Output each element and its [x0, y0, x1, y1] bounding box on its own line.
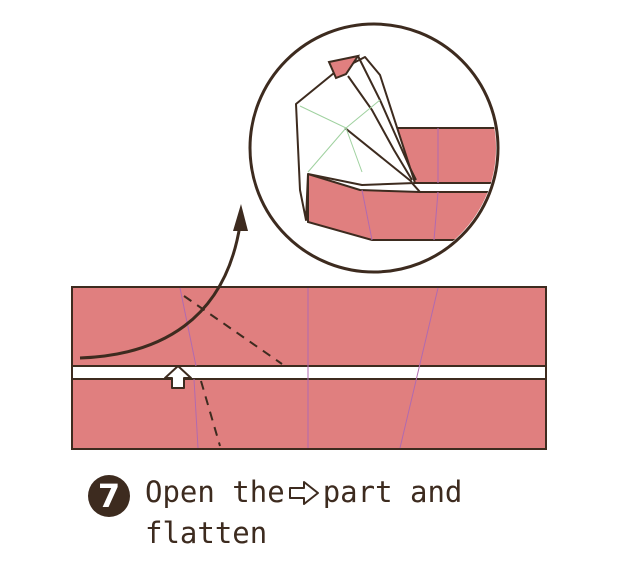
- step-number-badge: 7: [88, 475, 130, 517]
- dashed-fold-line: [200, 380, 221, 447]
- strip-top-band: [71, 286, 547, 367]
- instruction-line-2: flatten: [145, 516, 268, 550]
- strip-middle-gap: [71, 365, 547, 380]
- step-number: 7: [97, 477, 121, 515]
- detail-flap-edge: [347, 75, 413, 181]
- detail-crease: [361, 189, 373, 241]
- detail-view: [248, 22, 500, 274]
- instruction-line-1: Open the part and: [145, 474, 545, 515]
- dashed-fold-line: [183, 295, 283, 365]
- detail-crease: [345, 127, 363, 173]
- detail-pink-corner: [327, 54, 361, 80]
- outline-right-arrow-icon: [287, 478, 321, 515]
- detail-fold-edge: [344, 127, 413, 183]
- detail-crease: [433, 191, 439, 241]
- crease-line: [179, 287, 197, 367]
- instruction-text-after: part and: [322, 475, 463, 509]
- outline-up-arrow-icon: [164, 365, 192, 389]
- strip-bottom-band: [71, 378, 547, 450]
- crease-line: [399, 287, 439, 449]
- detail-crease: [307, 127, 347, 173]
- detail-flap-edge: [357, 55, 417, 181]
- instruction-text-before: Open the: [145, 475, 285, 509]
- detail-gap: [409, 182, 496, 193]
- folded-strip: [71, 286, 547, 450]
- curved-arrow-icon: [79, 224, 242, 360]
- arrow-head: [233, 204, 248, 231]
- detail-crease: [345, 99, 381, 129]
- detail-bottom-band: [307, 172, 496, 241]
- detail-crease: [299, 105, 347, 129]
- crease-line: [193, 378, 199, 449]
- step-instruction: Open the part and flatten: [145, 474, 545, 552]
